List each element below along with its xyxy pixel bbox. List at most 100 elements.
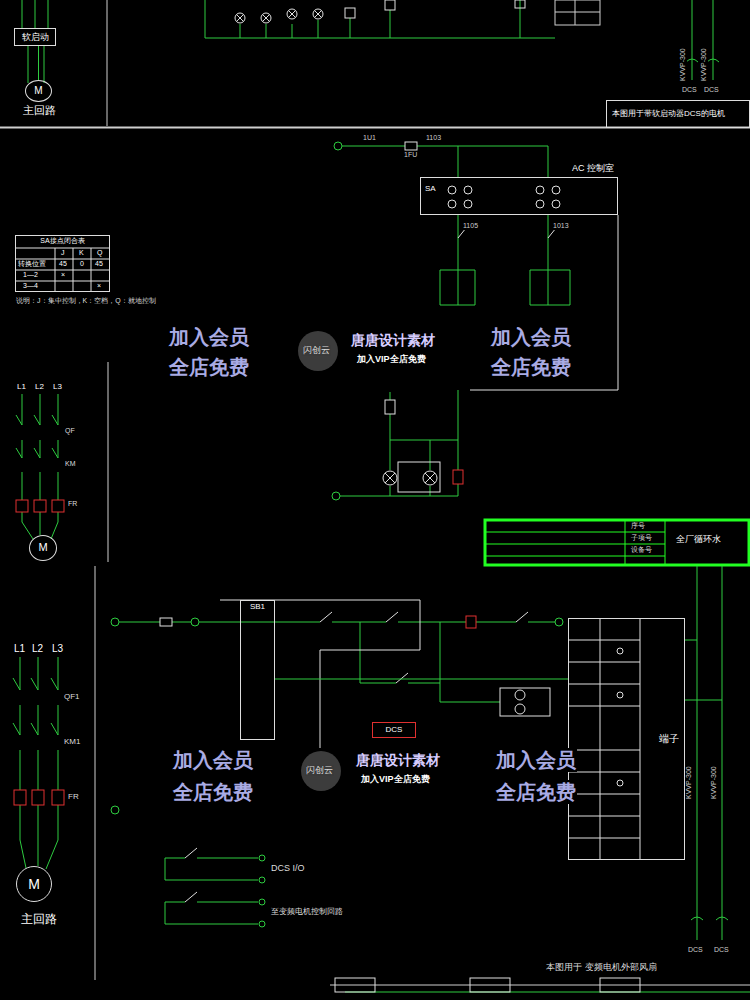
middle-wiring-part [430, 486, 431, 496]
device-tag: FR [67, 792, 80, 802]
bottom-red-devices-part [14, 790, 26, 805]
cable-type: KVVP-300 [679, 47, 687, 82]
wire-number: 1103 [425, 134, 442, 142]
table-cell: 转换位置 [17, 260, 47, 268]
wire-number: 1U1 [362, 134, 377, 142]
bottom-devices-part [160, 618, 172, 626]
watermark: 全店免费 [495, 780, 577, 804]
middle-devices-part [423, 471, 437, 485]
bottom-devices-part [600, 618, 601, 860]
middle-wiring-part [390, 414, 391, 470]
watermark-badge-part [298, 331, 338, 371]
selector-switch-box: SB1 [240, 600, 275, 740]
bottom-wiring-part [38, 750, 39, 790]
top-lamps-part [235, 13, 245, 23]
table-cell: 45 [94, 260, 104, 268]
bottom-devices-part [515, 690, 525, 700]
middle-devices-part [618, 215, 619, 390]
middle-wiring-part [458, 146, 548, 147]
table-cell: 0 [79, 260, 85, 268]
middle-devices-part [55, 248, 56, 292]
middle-wiring-part [458, 484, 459, 496]
note-text: 说明：J：集中控制，K：空档，Q：就地控制 [15, 297, 157, 305]
sheet-frame-part [107, 0, 108, 126]
top-lamps-part [261, 13, 271, 23]
device-tag: 1FU [403, 151, 418, 159]
top-wiring-part [22, 0, 23, 28]
top-wiring-part [266, 24, 267, 38]
middle-wiring-part [16, 415, 58, 425]
bottom-wiring-part [111, 618, 119, 626]
table-cell: 3—4 [22, 282, 39, 290]
table-cell: J [60, 249, 66, 257]
node-text: SB1 [249, 602, 266, 612]
middle-wiring-part [417, 146, 458, 147]
bottom-devices-part [568, 662, 640, 663]
table-cell: 设备号 [630, 546, 653, 554]
bottom-wiring-part [20, 705, 21, 735]
middle-devices-part [385, 473, 395, 483]
middle-wiring-part [16, 448, 58, 458]
bottom-wiring-part [360, 683, 396, 684]
bottom-devices-part [568, 794, 640, 795]
bottom-wiring-part [58, 705, 59, 735]
middle-devices-part [73, 248, 74, 292]
title-strip: 本图用于带软启动器DCS的电机 [606, 100, 750, 128]
node-text: AC 控制室 [571, 163, 615, 174]
middle-devices-part [383, 471, 397, 485]
middle-devices-part [448, 200, 456, 208]
cable-type: KVVP-300 [700, 47, 708, 82]
middle-devices-part [448, 186, 456, 194]
phase-label: L2 [34, 382, 45, 392]
top-wiring-part [28, 46, 29, 83]
bottom-devices-part [568, 816, 640, 817]
middle-wiring-part [570, 270, 571, 305]
signal-name: DCS [687, 946, 704, 954]
top-wiring-part [713, 0, 714, 80]
bottom-devices-part [220, 600, 420, 748]
cable-type: KVVP-300 [710, 765, 718, 800]
watermark: 加入会员 [495, 748, 577, 772]
middle-wiring-part [458, 146, 459, 177]
bottom-devices-part [617, 780, 623, 786]
middle-wiring-part [548, 215, 549, 305]
top-lamps-part [345, 8, 355, 18]
bottom-wiring-part [20, 750, 21, 790]
phase-label: L3 [51, 643, 64, 655]
node-text: M [37, 541, 48, 554]
bottom-wiring-part [38, 657, 39, 690]
wire-number: 1013 [552, 222, 570, 230]
middle-wiring-part [458, 390, 459, 470]
title-block-frame [485, 520, 749, 565]
middle-wiring-part [58, 440, 59, 458]
bottom-wiring-part [165, 880, 258, 881]
bottom-wiring-part [111, 806, 119, 814]
title-block-frame-part [485, 556, 665, 557]
watermark: 唐唐设计素材 [350, 332, 436, 349]
wire-number: 1105 [462, 222, 479, 230]
title-block-frame-part [485, 544, 665, 545]
middle-devices [15, 142, 618, 492]
bottom-devices-part [568, 772, 640, 773]
bottom-wiring-part [165, 902, 166, 924]
bottom-wiring-part [58, 750, 59, 790]
top-lamps-part [289, 11, 296, 18]
middle-wiring-part [58, 472, 59, 500]
switch-box: AC 控制室 [420, 177, 618, 215]
signal-name: DCS [681, 86, 698, 94]
bottom-devices-part [568, 684, 640, 685]
sheet-frame-part [95, 566, 96, 980]
middle-wiring-part [390, 392, 391, 400]
bottom-wiring-part [119, 622, 160, 623]
node-text: SA接点闭合表 [39, 237, 85, 245]
table-cell: 子项号 [630, 534, 653, 542]
watermark-badge [298, 331, 341, 791]
bottom-red-devices-part [52, 790, 64, 805]
middle-devices-part [552, 200, 560, 208]
device-tag: FR [67, 500, 78, 508]
section-title: 主回路 [20, 912, 58, 926]
middle-wiring-part [22, 472, 23, 500]
top-lamps-part [315, 11, 322, 18]
